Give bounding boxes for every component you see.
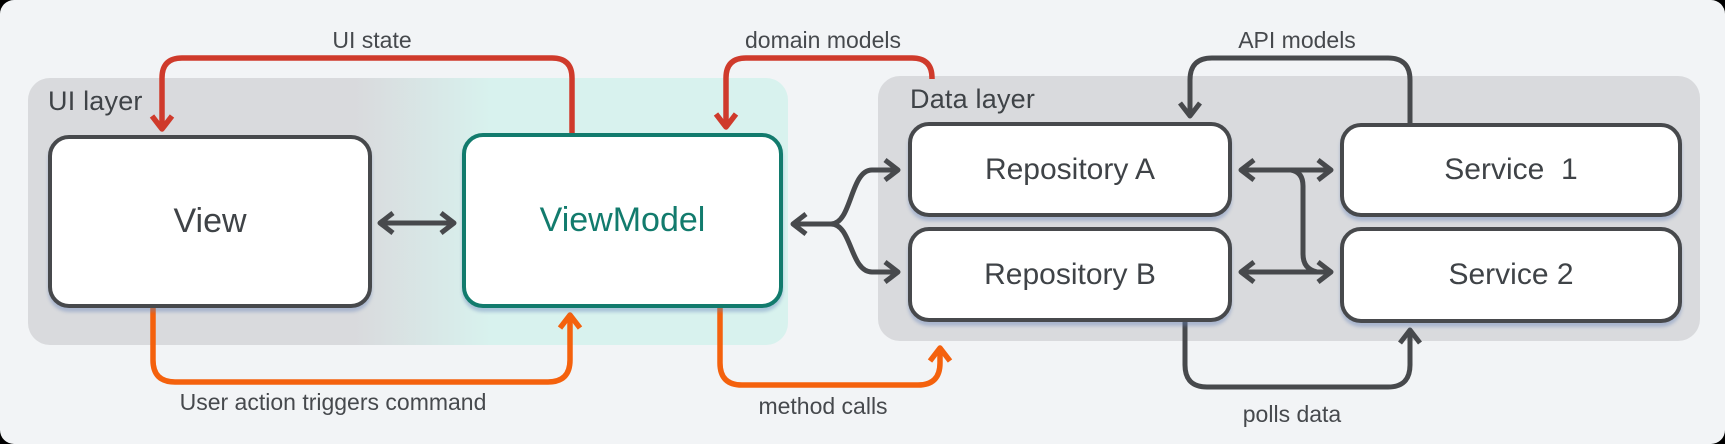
node-viewmodel-label: ViewModel [539, 201, 706, 239]
node-view-label: View [173, 202, 247, 240]
node-repository-a-label: Repository A [984, 152, 1156, 186]
edge-label-method-calls: method calls [758, 393, 888, 419]
node-view: View [48, 135, 372, 308]
node-service-2-label: Service 2 [1448, 258, 1574, 291]
node-repository-b-label: Repository B [984, 257, 1156, 291]
ui-layer-title: UI layer [48, 86, 143, 116]
edge-label-api-models: API models [1238, 27, 1356, 53]
node-service-1-label: Service 1 [1444, 153, 1578, 186]
edge-label-polls-data: polls data [1242, 401, 1342, 427]
node-service-1: Service 1 [1340, 123, 1682, 217]
data-layer-title: Data layer [910, 84, 1036, 114]
node-repository-b: Repository B [908, 227, 1232, 322]
node-repository-a: Repository A [908, 122, 1232, 217]
edge-label-domain-models: domain models [745, 27, 901, 53]
edge-label-user-action: User action triggers command [179, 389, 487, 415]
edge-label-ui-state: UI state [332, 27, 412, 53]
node-viewmodel: ViewModel [462, 133, 783, 308]
node-service-2: Service 2 [1340, 227, 1682, 323]
